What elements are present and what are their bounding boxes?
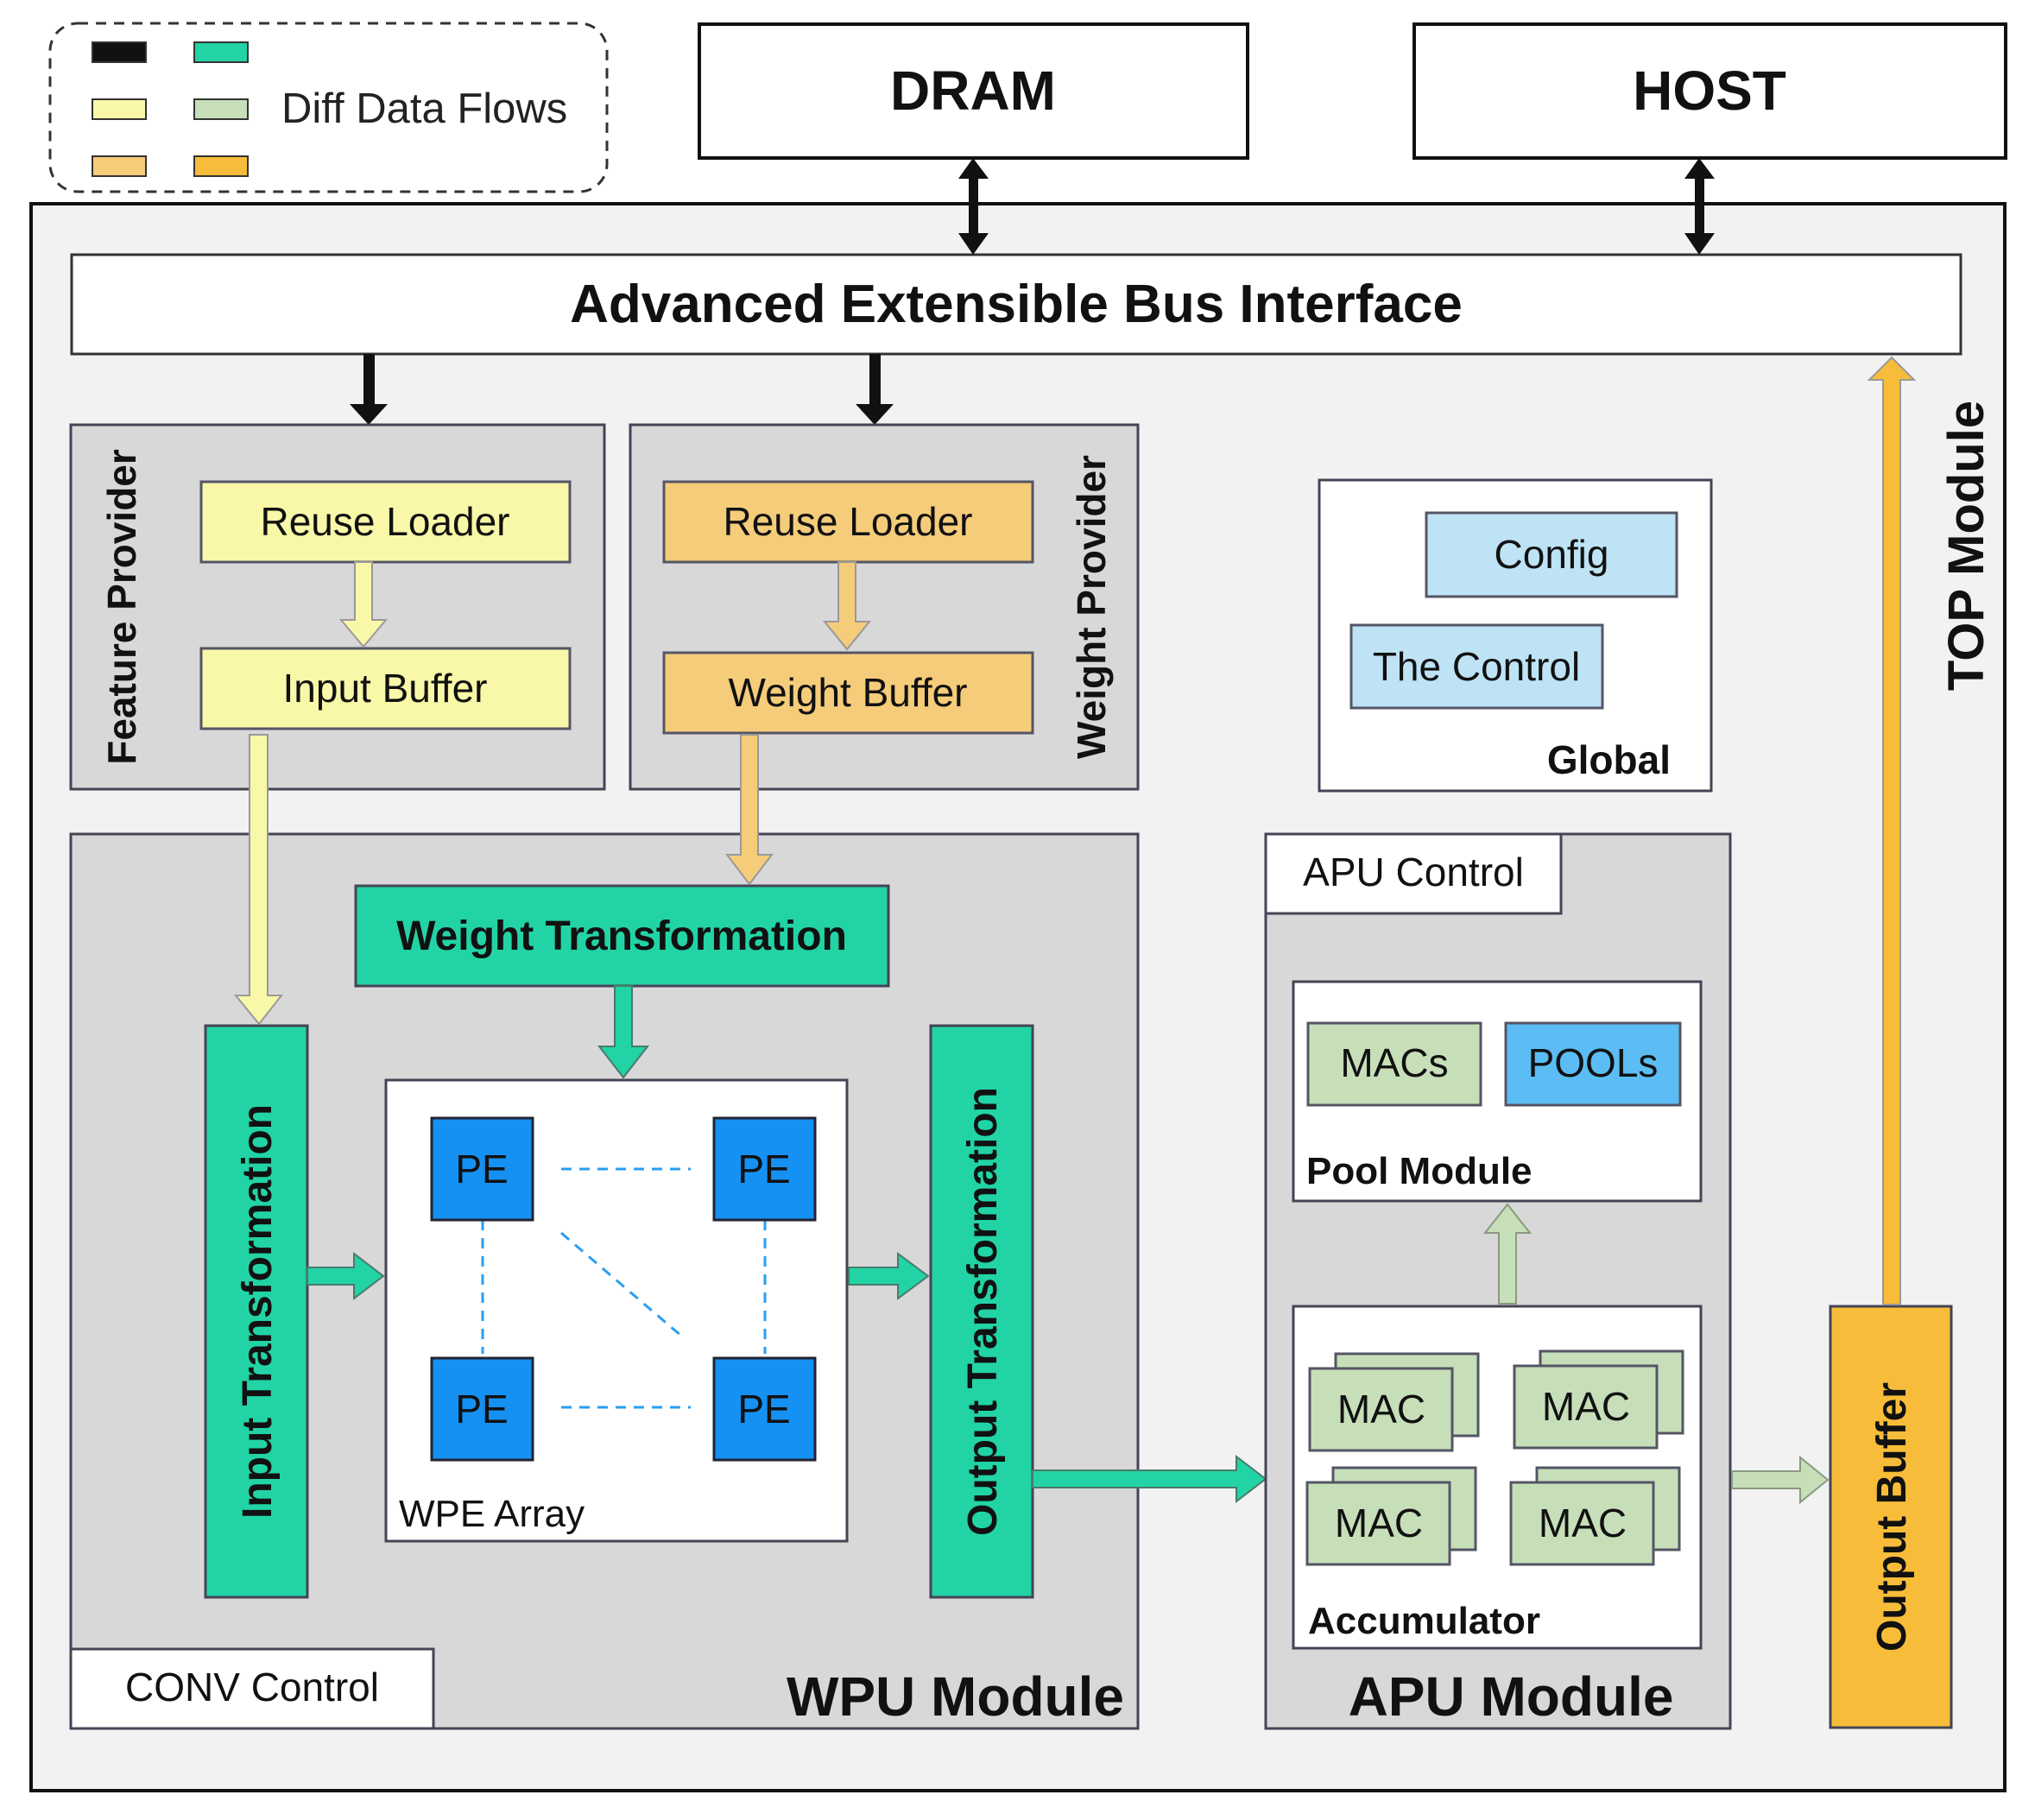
output-buffer-label: Output Buffer [1869, 1382, 1915, 1652]
legend-swatch-light-orange [92, 155, 147, 177]
weight-provider-label: Weight Provider [1069, 455, 1114, 759]
wpe-array-label: WPE Array [399, 1493, 585, 1535]
legend-swatch-black [92, 41, 147, 63]
output-buffer-to-bus-arrow [1867, 356, 1917, 1305]
pool-module-label: Pool Module [1306, 1150, 1533, 1192]
feature-reuse-loader [199, 480, 572, 564]
legend: Diff Data Flows [48, 22, 609, 193]
weight-buffer-label: Weight Buffer [728, 670, 967, 715]
control-label: The Control [1373, 644, 1580, 689]
accumulator-mac-2: MAC [1513, 1349, 1684, 1450]
pe-connections [481, 1167, 767, 1409]
input-transformation-label: Input Transformation [235, 1104, 281, 1519]
weight-provider-panel [629, 423, 1140, 791]
weight-internal-arrow [822, 561, 872, 651]
dram-label: DRAM [890, 60, 1056, 122]
input-buffer-label: Input Buffer [283, 666, 488, 711]
legend-swatch-light-yellow [92, 98, 147, 120]
pool-macs-box [1306, 1021, 1482, 1107]
pools-box [1504, 1021, 1682, 1107]
host-bus-arrow [1684, 158, 1715, 255]
feature-provider-label: Feature Provider [99, 449, 144, 765]
accumulator-label: Accumulator [1308, 1600, 1540, 1642]
config-label: Config [1495, 532, 1609, 577]
legend-swatch-green [193, 41, 249, 63]
input-transformation-to-wpe-arrow [307, 1251, 385, 1301]
accumulator-mac-label-4: MAC [1539, 1501, 1627, 1545]
pe-block-4 [712, 1356, 817, 1462]
bus-feature-arrow [350, 354, 388, 425]
dram-box [698, 22, 1249, 160]
pe-label-2: PE [737, 1147, 790, 1191]
pools-label: POOLs [1528, 1040, 1659, 1085]
accumulator-mac-label-2: MAC [1542, 1384, 1630, 1429]
host-box [1412, 22, 2007, 160]
bus-interface-box [70, 253, 1962, 356]
output-transformation-to-apu-arrow [1032, 1454, 1267, 1504]
feature-internal-arrow [338, 561, 389, 648]
conv-control-label: CONV Control [125, 1665, 379, 1709]
bus-weight-arrow [856, 354, 894, 425]
legend-label: Diff Data Flows [281, 85, 567, 132]
pe-block-2 [712, 1116, 817, 1222]
apu-to-output-buffer-arrow [1731, 1455, 1830, 1505]
accumulator-mac-3: MAC [1305, 1466, 1477, 1566]
input-transformation-box [204, 1024, 309, 1599]
pe-label-1: PE [455, 1147, 508, 1191]
pe-label-4: PE [737, 1387, 790, 1431]
global-label: Global [1547, 737, 1671, 782]
pe-block-1 [430, 1116, 534, 1222]
accumulator-mac-1: MAC [1308, 1352, 1480, 1452]
accumulator-mac-label-1: MAC [1337, 1387, 1425, 1431]
apu-control-box [1264, 832, 1563, 915]
input-buffer-to-input-transformation-arrow [233, 734, 284, 1026]
output-transformation-box [929, 1024, 1034, 1599]
feature-reuse-loader-label: Reuse Loader [261, 499, 510, 544]
bus-interface-label: Advanced Extensible Bus Interface [570, 275, 1463, 334]
weight-buffer [662, 651, 1034, 735]
host-label: HOST [1633, 60, 1786, 122]
accumulator-to-pool-arrow [1482, 1203, 1533, 1305]
accumulator-mac-4: MAC [1509, 1466, 1681, 1566]
wpu-module-label: WPU Module [787, 1665, 1124, 1728]
pool-macs-label: MACs [1340, 1040, 1448, 1085]
legend-frame [48, 22, 609, 193]
accumulator-mac-label-3: MAC [1335, 1501, 1423, 1545]
apu-module-label: APU Module [1349, 1665, 1674, 1728]
control-box [1349, 623, 1604, 710]
apu-control-label: APU Control [1303, 850, 1524, 894]
weight-transformation-label: Weight Transformation [396, 913, 847, 959]
wpe-to-output-transformation-arrow [848, 1252, 930, 1300]
output-buffer-box [1829, 1305, 1953, 1729]
config-box [1425, 511, 1678, 598]
weight-buffer-to-weight-transformation-arrow [724, 734, 774, 886]
pe-block-3 [430, 1356, 534, 1462]
conv-control-box [69, 1647, 435, 1730]
weight-transformation-to-wpe-arrow [597, 985, 650, 1079]
top-module-label: TOP Module [1938, 401, 1994, 691]
output-transformation-label: Output Transformation [960, 1087, 1006, 1536]
weight-reuse-loader-label: Reuse Loader [724, 499, 973, 544]
pe-label-3: PE [455, 1387, 508, 1431]
feature-provider-panel [69, 423, 606, 791]
dram-bus-arrow [958, 158, 989, 255]
legend-swatch-orange [193, 155, 249, 177]
legend-swatch-light-green [193, 98, 249, 120]
input-buffer [199, 647, 572, 730]
